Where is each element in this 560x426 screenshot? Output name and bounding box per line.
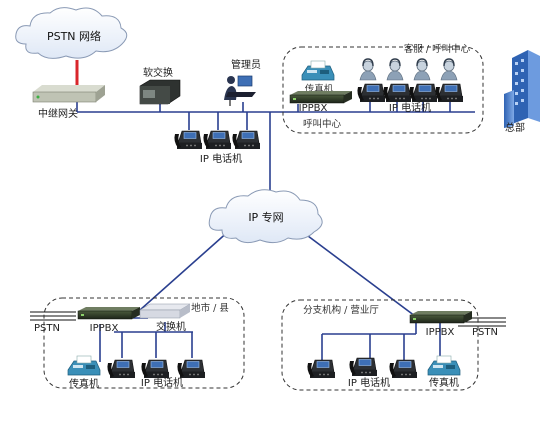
hq-ip-phones: IP 电话机 <box>173 130 261 165</box>
hq-phone-2-icon <box>202 130 232 150</box>
right-ippbx-label: IPPBX <box>426 327 455 338</box>
pstn-cloud-shape <box>15 7 128 59</box>
building-windows <box>515 59 524 105</box>
admin-workstation: 管理员 <box>224 58 261 106</box>
left-phone-2-icon <box>140 359 170 379</box>
agent-3-icon <box>413 58 431 81</box>
softswitch-label: 软交换 <box>143 66 173 79</box>
hq-phone-1-icon <box>173 130 203 150</box>
building-tower <box>512 50 528 124</box>
switch-body <box>139 309 181 319</box>
left-site: 地市 / 县 PSTN IPPBX 交换机 传真机 IP 电话机 <box>34 302 229 390</box>
connection-lines <box>30 60 506 362</box>
agent-2-icon <box>386 58 404 81</box>
left-pstn-label: PSTN <box>34 323 60 334</box>
left-switch: 交换机 <box>139 303 191 333</box>
ip-cloud: IP 专网 <box>208 189 323 244</box>
callcenter-fax-icon <box>301 60 335 81</box>
right-zone-label: 分支机构 / 营业厅 <box>303 304 379 316</box>
left-phone-1-icon <box>106 359 136 379</box>
callcenter-zone-label: 呼叫中心 <box>303 118 342 130</box>
callcenter-phones-label: IP 电话机 <box>389 101 431 114</box>
right-ippbx-icon <box>409 310 473 324</box>
left-phone-3-icon <box>176 359 206 379</box>
callcenter-agents-label: 客服 / 呼叫中心 <box>404 43 471 55</box>
admin-label: 管理员 <box>231 58 261 71</box>
right-phones-label: IP 电话机 <box>348 376 390 389</box>
call-center-zone <box>282 46 484 134</box>
agent-4-icon <box>440 58 458 81</box>
right-site: 分支机构 / 营业厅 IPPBX PSTN IP 电话机 传真机 <box>303 304 498 389</box>
building-tower-side <box>528 50 540 122</box>
gateway-body <box>32 91 97 103</box>
softswitch: 软交换 <box>139 66 181 105</box>
headquarters-label: 总部 <box>505 121 525 134</box>
left-fax-icon <box>67 355 101 376</box>
hq-phones-label: IP 电话机 <box>200 152 242 165</box>
left-site-zone <box>43 297 245 389</box>
right-fax-label: 传真机 <box>429 376 459 389</box>
right-phone-1-icon <box>306 359 336 379</box>
right-site-zone <box>281 299 479 391</box>
right-phone-3-icon <box>388 359 418 379</box>
left-ippbx-label: IPPBX <box>90 323 119 334</box>
right-phone-2-icon <box>348 357 378 377</box>
ip-cloud-shape <box>208 189 323 244</box>
cc-phone-2-icon <box>382 83 412 103</box>
left-zone-label: 地市 / 县 <box>191 302 229 314</box>
admin-person-icon <box>227 76 235 84</box>
admin-monitor <box>237 75 253 87</box>
gateway-top <box>33 85 105 92</box>
right-pstn-label: PSTN <box>472 327 498 338</box>
ip-cloud-label: IP 专网 <box>248 210 283 224</box>
gateway-led-icon <box>36 95 40 99</box>
trunk-gateway: 中继网关 <box>32 85 105 120</box>
callcenter-ippbx-label: IPPBX <box>299 103 328 114</box>
cc-phone-4-icon <box>434 83 464 103</box>
callcenter-ippbx-icon <box>289 90 353 104</box>
agent-1-icon <box>359 58 377 81</box>
ip-cloud-to-left-site <box>139 229 231 311</box>
trunk-gateway-label: 中继网关 <box>38 107 78 120</box>
headquarters-building: 总部 <box>504 50 540 134</box>
switch-side <box>180 304 190 318</box>
softswitch-panel <box>143 90 155 98</box>
left-ippbx-icon <box>77 306 141 320</box>
pstn-cloud: PSTN 网络 <box>15 7 128 59</box>
call-center: 客服 / 呼叫中心 传真机 IPPBX IP 电话机 呼叫中心 <box>289 43 471 130</box>
gateway-side <box>96 85 105 102</box>
cc-phone-3-icon <box>408 83 438 103</box>
ip-cloud-to-right-site <box>299 229 416 317</box>
left-switch-label: 交换机 <box>156 320 186 333</box>
admin-desk <box>226 92 256 97</box>
left-fax-label: 传真机 <box>69 377 99 390</box>
pstn-cloud-label: PSTN 网络 <box>47 29 101 43</box>
cc-phone-1-icon <box>356 83 386 103</box>
right-fax-icon <box>427 355 461 376</box>
left-phones-label: IP 电话机 <box>141 376 183 389</box>
building-low <box>504 90 514 128</box>
hq-phone-3-icon <box>231 130 261 150</box>
